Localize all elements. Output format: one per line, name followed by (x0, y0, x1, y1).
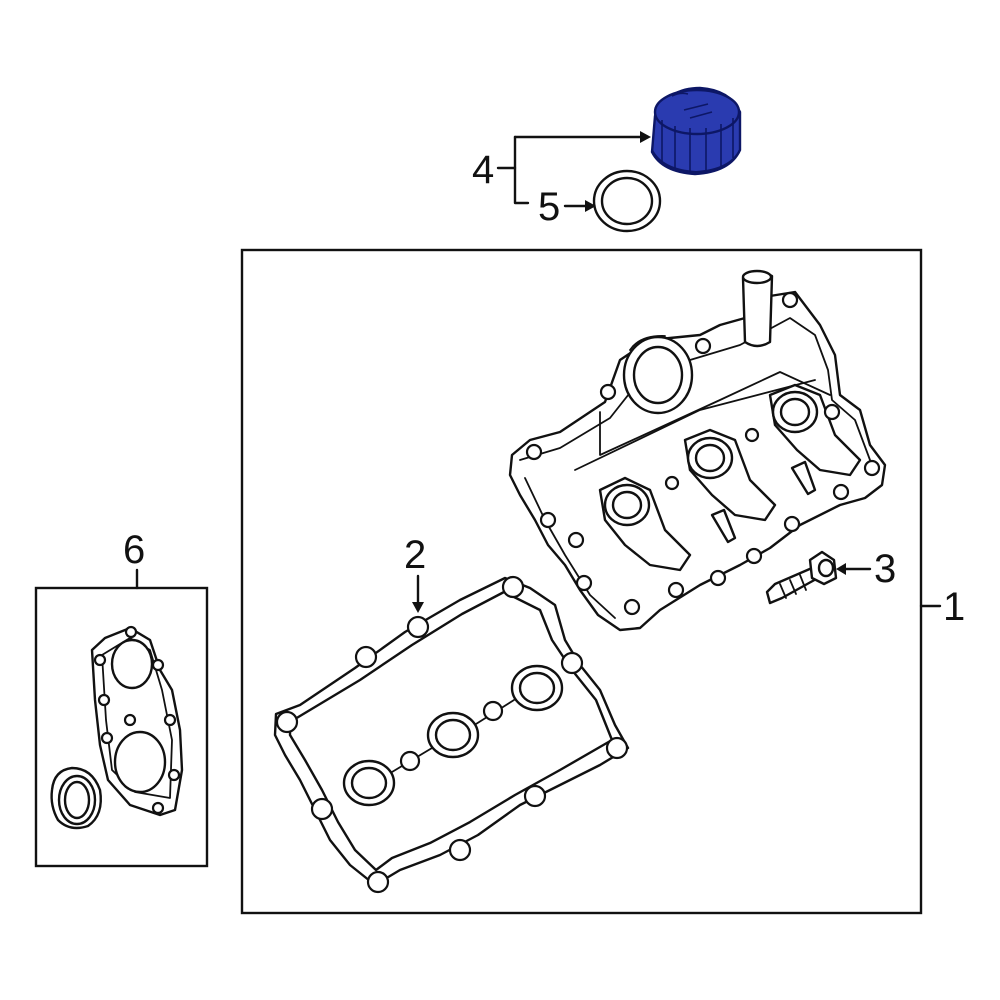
crankshaft-seal[interactable] (50, 766, 102, 830)
kit-box-6 (34, 586, 209, 868)
leader-lines-4-5 (496, 131, 651, 212)
assembly-box (240, 248, 923, 915)
callout-6: 6 (123, 528, 145, 572)
oil-filler-cap[interactable] (650, 86, 742, 176)
valve-cover[interactable] (508, 269, 887, 632)
timing-cover-gasket[interactable] (90, 625, 184, 817)
callout-2: 2 (404, 533, 426, 577)
valve-cover-gasket[interactable] (273, 575, 630, 894)
valve-cover-bolt[interactable] (765, 550, 838, 605)
callout-4: 4 (472, 148, 494, 192)
filler-cap-seal[interactable] (592, 169, 662, 233)
callout-1: 1 (943, 585, 965, 629)
callout-5: 5 (538, 185, 560, 229)
callout-3: 3 (874, 547, 896, 591)
